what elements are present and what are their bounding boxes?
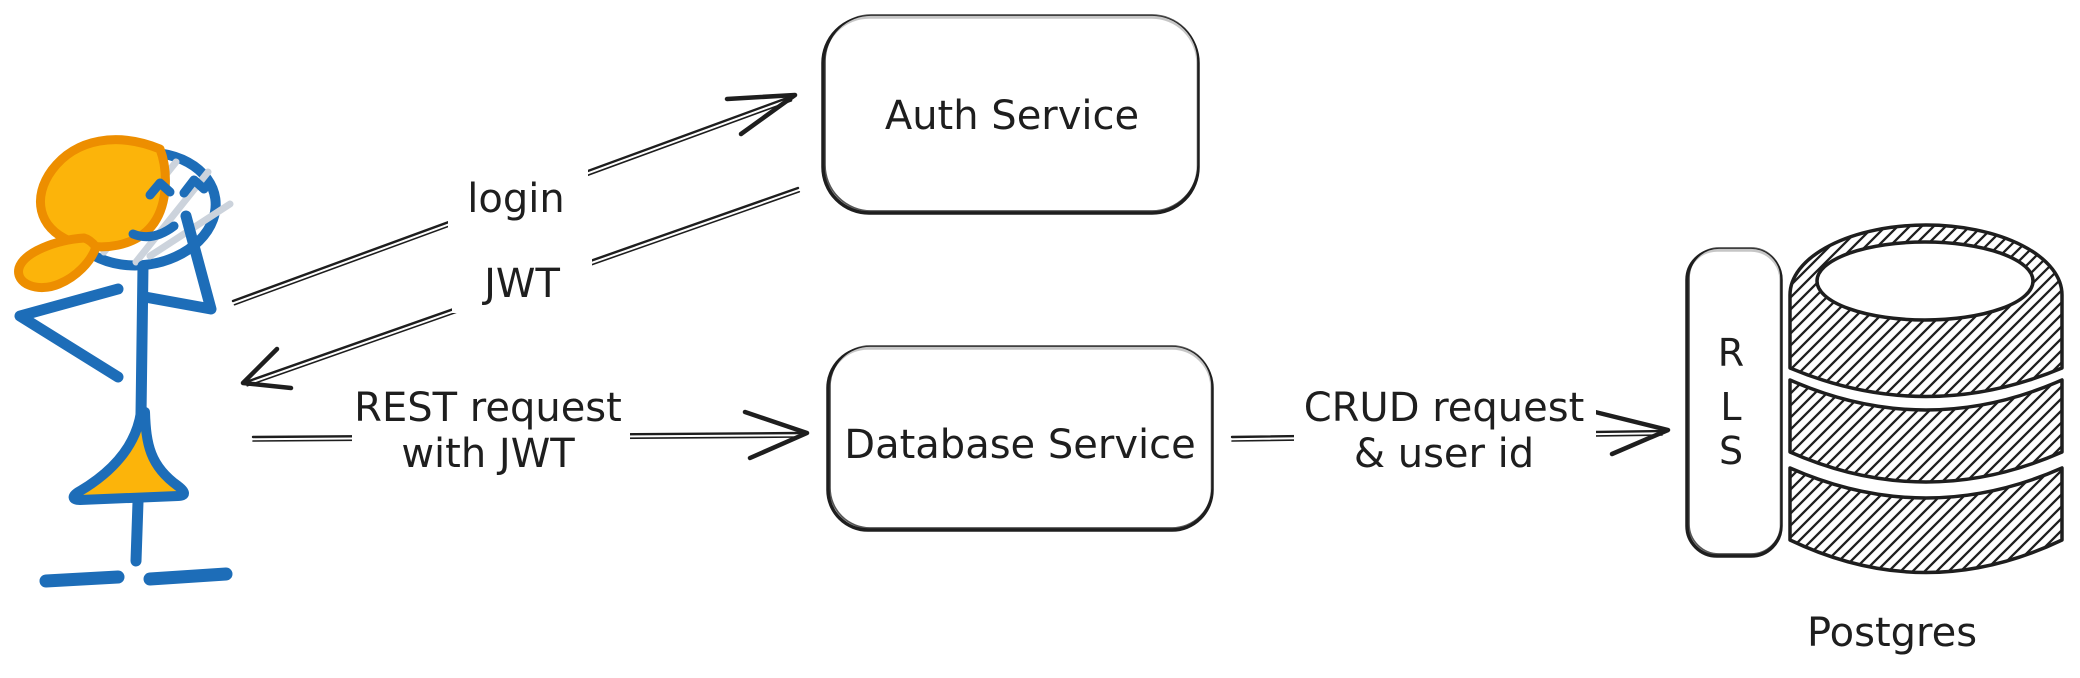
person-torso bbox=[135, 260, 149, 421]
rest-arrowhead bbox=[742, 409, 810, 461]
login-arrowhead bbox=[724, 92, 798, 137]
crud-label-line1: CRUD request bbox=[1304, 385, 1585, 431]
crud-label-line2: & user id bbox=[1354, 431, 1534, 477]
rls-letter-r: R bbox=[1718, 331, 1744, 375]
crud-arrowhead bbox=[1588, 408, 1671, 457]
person-arm-on-hip bbox=[14, 283, 124, 383]
rest-request-label: REST request with JWT bbox=[352, 380, 630, 482]
cylinder-top-opening bbox=[1815, 240, 2035, 322]
rls-letter-s: S bbox=[1719, 429, 1743, 473]
person-arm-thinking bbox=[139, 210, 217, 315]
cylinder-middle-band bbox=[1788, 378, 2064, 484]
rls-box: R L S bbox=[1685, 247, 1783, 558]
login-arrow-label: login bbox=[448, 155, 588, 230]
rls-letter-l: L bbox=[1720, 385, 1741, 429]
jwt-arrowhead bbox=[240, 346, 294, 391]
postgres-label: Postgres bbox=[1807, 610, 1977, 656]
cylinder-bottom-band bbox=[1788, 466, 2064, 575]
person-eye-left bbox=[145, 178, 175, 200]
jwt-label: JWT bbox=[481, 261, 560, 307]
person-foot-right bbox=[143, 567, 233, 586]
person-eye-right bbox=[179, 175, 209, 198]
auth-service-box: Auth Service bbox=[821, 14, 1200, 215]
auth-service-label: Auth Service bbox=[885, 93, 1139, 139]
rest-label-line1: REST request bbox=[354, 385, 622, 431]
postgres-cylinder-icon: Postgres bbox=[1788, 223, 2064, 656]
person-foot-left bbox=[39, 570, 125, 588]
login-label: login bbox=[467, 176, 564, 222]
rest-label-line2: with JWT bbox=[401, 431, 575, 477]
crud-request-label: CRUD request & user id bbox=[1294, 380, 1596, 482]
jwt-arrow-label: JWT bbox=[452, 245, 592, 313]
person-hair-tail bbox=[14, 233, 101, 292]
user-person-icon bbox=[14, 135, 234, 588]
person-dress bbox=[68, 407, 189, 505]
database-service-label: Database Service bbox=[844, 422, 1195, 468]
database-service-box: Database Service bbox=[826, 345, 1214, 532]
person-leg bbox=[130, 496, 144, 567]
person-smile bbox=[128, 221, 179, 242]
